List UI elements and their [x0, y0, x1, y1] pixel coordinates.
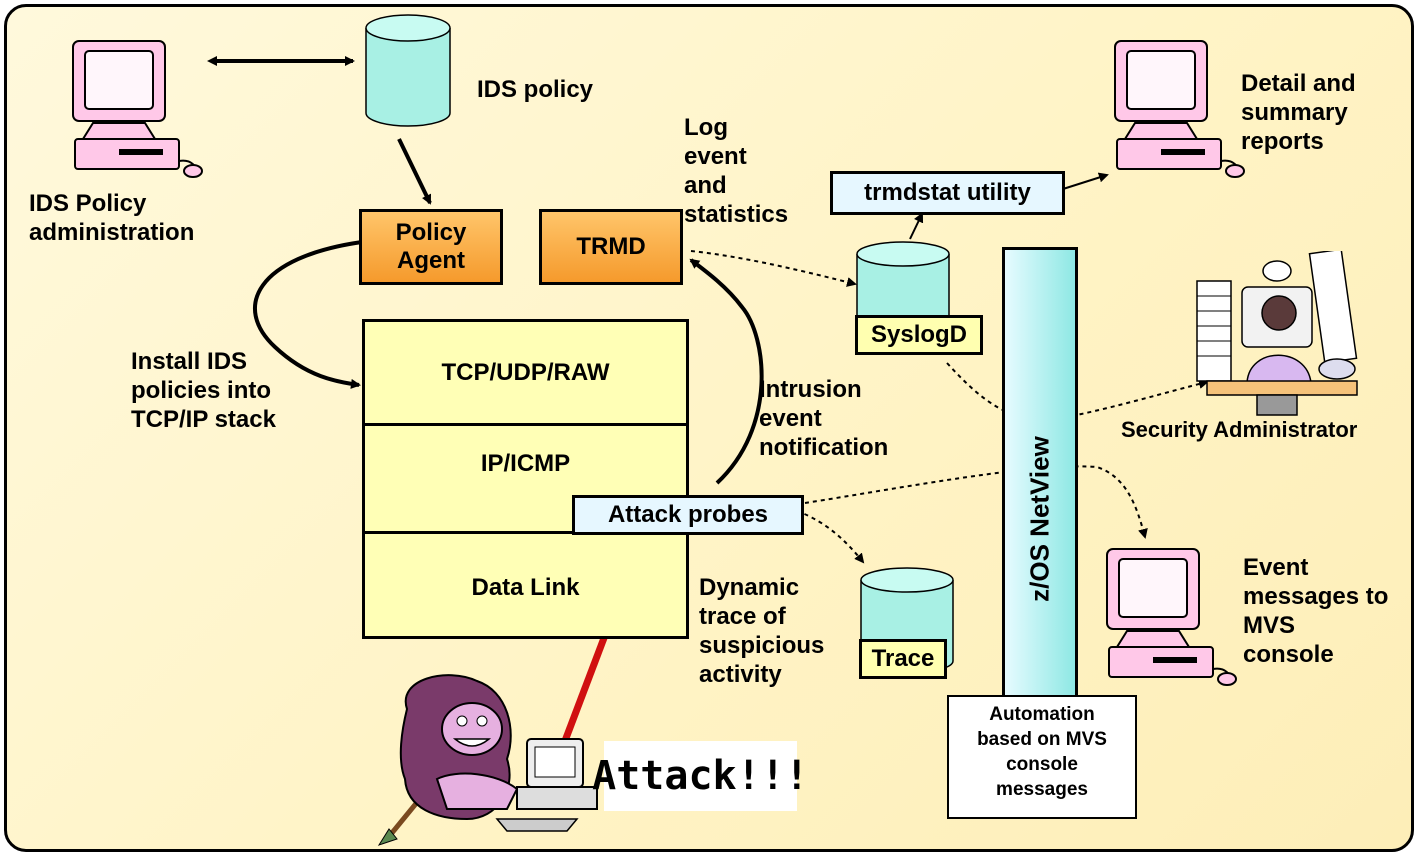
security-administrator-icon: [1196, 251, 1358, 416]
attack-probes-box: Attack probes: [572, 495, 804, 535]
stack-layer-network: IP/ICMP: [365, 426, 686, 534]
computer-icon: [72, 40, 203, 178]
trmdstat-utility-box: trmdstat utility: [830, 171, 1065, 215]
syslogd-to-trmdstat-arrow: [909, 212, 924, 240]
attacker-icon: [377, 674, 598, 846]
netview-bar: z/OS NetView: [1002, 247, 1078, 702]
trmdstat-to-reports-arrow: [1062, 172, 1109, 190]
probes-to-console-arrow: [804, 465, 1148, 539]
stack-layer-transport: TCP/UDP/RAW: [365, 322, 686, 426]
ids-policy-database-icon: [365, 14, 451, 127]
tcpip-stack: TCP/UDP/RAW IP/ICMP Data Link: [362, 319, 689, 639]
install-policies-arrow: [253, 240, 363, 389]
attack-label: Attack!!!: [592, 741, 809, 811]
ids-policy-label: IDS policy: [477, 76, 594, 103]
computer-icon: [1114, 40, 1245, 178]
netview-label: z/OS NetView: [1024, 436, 1055, 603]
trmd-to-syslogd-arrow: [690, 250, 857, 287]
security-admin-label: Security Administrator: [1121, 417, 1358, 442]
policy-to-agent-arrow: [397, 138, 432, 205]
trmd-box: TRMD: [539, 209, 683, 285]
computer-icon: [1106, 548, 1237, 686]
intrusion-notification-arrow: [689, 258, 764, 485]
syslogd-box: SyslogD: [855, 315, 983, 355]
stack-layer-datalink: Data Link: [471, 574, 580, 601]
probes-to-trace-arrow: [796, 510, 865, 564]
trace-box: Trace: [859, 639, 947, 679]
